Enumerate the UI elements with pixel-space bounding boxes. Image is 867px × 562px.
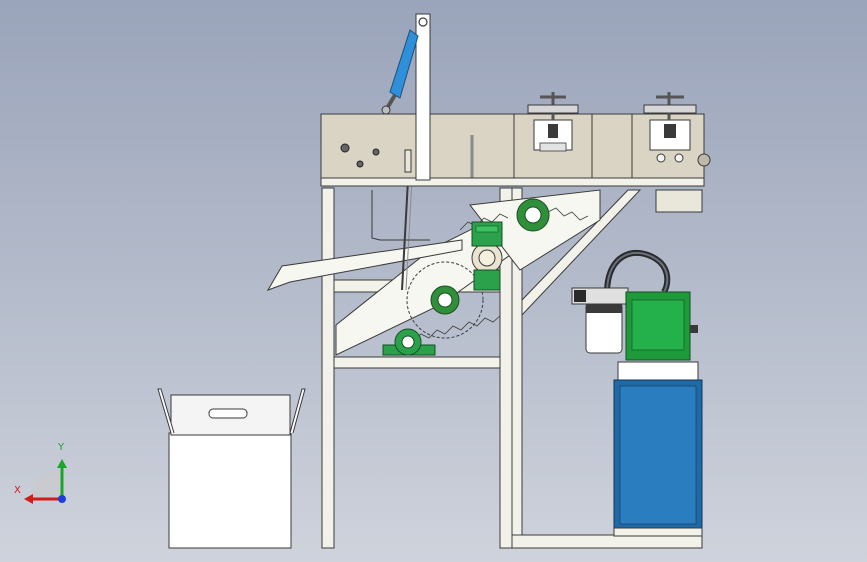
y-axis-arrow-icon xyxy=(57,459,67,497)
feed-chute xyxy=(266,179,463,291)
x-axis-arrow-icon xyxy=(24,494,60,504)
inclined-conveyor xyxy=(335,189,601,356)
box-handle-slot xyxy=(208,408,248,419)
axis-x-label: X xyxy=(14,485,21,496)
hydraulic-cylinder xyxy=(389,29,419,99)
screw-clamp-1 xyxy=(527,92,579,152)
z-axis-dot-icon xyxy=(58,495,66,503)
box-flap-left xyxy=(157,388,175,434)
mast-and-cylinder xyxy=(381,13,431,181)
gearbox xyxy=(471,221,503,247)
hydraulic-power-unit xyxy=(571,249,703,537)
box-flap-right xyxy=(289,388,306,434)
storage-box xyxy=(157,388,306,549)
main-frame xyxy=(321,187,703,549)
screw-clamp-2 xyxy=(643,92,697,163)
axis-y-label: Y xyxy=(58,442,65,453)
coordinate-triad xyxy=(24,459,67,504)
